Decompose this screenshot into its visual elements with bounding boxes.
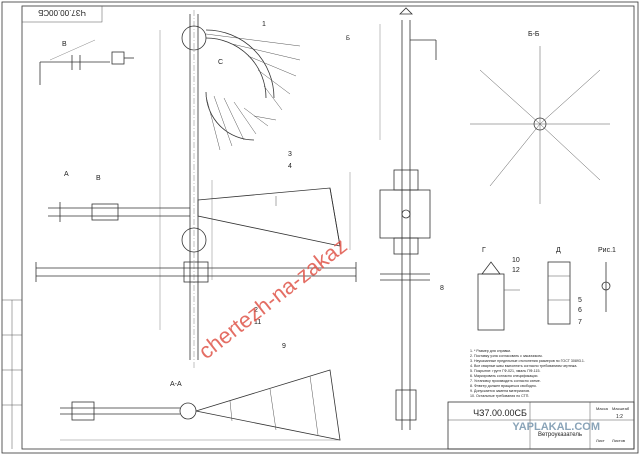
main-mast	[159, 10, 213, 370]
detail-ris1: Рис.1	[598, 247, 616, 312]
note-line: 2. Поставку узла согласовать с заказчико…	[470, 354, 543, 358]
view-aa-label: А-А	[170, 381, 182, 388]
mark-v: В	[96, 175, 101, 182]
stamp-scale-value: 1:2	[616, 414, 623, 420]
stamp-mass: Масса	[596, 406, 609, 411]
view-aa: А-А	[60, 369, 341, 441]
callouts: 1 3 4 2 11 9 10 12 5 6 7 8 А В С	[64, 21, 582, 350]
note-line: 6. Маркировать согласно спецификации.	[470, 374, 538, 378]
view-bb-label: Б-Б	[528, 31, 540, 38]
stamp-title: Ветроуказатель	[538, 432, 582, 438]
stamp-sheet: Лист	[596, 438, 605, 443]
mark-a: А	[64, 171, 69, 178]
detail-g: Г	[477, 247, 520, 331]
vane-arm	[48, 172, 351, 250]
callout-2: 2	[254, 307, 258, 314]
inner-frame	[21, 5, 635, 450]
cross-bar	[35, 261, 357, 283]
watermark-main: chertezh-na-zakaz	[194, 233, 352, 364]
note-line: 7. Установку производить согласно схеме.	[470, 379, 541, 383]
watermark-corner: YAPLAKAL.COM	[512, 421, 600, 433]
note-line: 8. Флюгер должен вращаться свободно.	[470, 384, 537, 388]
callout-8: 8	[440, 285, 444, 292]
detail-d-label: Д	[556, 247, 561, 254]
mark-b: Б	[346, 36, 350, 42]
view-v-detail: В	[39, 39, 134, 85]
note-line: 4. Все сварные швы выполнять согласно тр…	[470, 364, 577, 368]
callout-12: 12	[512, 267, 520, 274]
title-block: ЧЗ7.00.00СБ Ветроуказатель Масса Масштаб…	[447, 401, 635, 450]
callout-5: 5	[578, 297, 582, 304]
technical-notes: 1. * Размер для справки.2. Поставку узла…	[470, 349, 585, 398]
callout-7: 7	[578, 319, 582, 326]
detail-ris-label: Рис.1	[598, 247, 616, 254]
stamp-scale: Масштаб	[612, 406, 630, 411]
callout-11: 11	[254, 319, 261, 326]
note-line: 3. Неуказанные предельные отклонения раз…	[470, 359, 585, 363]
lower-fan	[205, 91, 277, 151]
callout-3: 3	[288, 151, 292, 158]
note-line: 1. * Размер для справки.	[470, 349, 511, 353]
callout-9: 9	[282, 343, 286, 350]
middle-assembly: Б	[346, 7, 437, 430]
stamp-sheets: Листов	[612, 438, 625, 443]
direction-arc	[205, 29, 301, 111]
note-line: 9. Допускается замена материалов.	[470, 389, 530, 393]
code-box-rotated: ЧЗ7.00.00СБ	[21, 5, 103, 23]
mark-c: С	[218, 59, 223, 66]
detail-d: Д	[547, 247, 571, 325]
stamp-code: ЧЗ7.00.00СБ	[473, 408, 527, 418]
code-rotated-text: ЧЗ7.00.00СБ	[38, 8, 86, 17]
callout-4: 4	[288, 163, 292, 170]
callout-1: 1	[262, 21, 266, 28]
note-line: 5. Покрытие: грунт ГФ-021, эмаль ПФ-115.	[470, 369, 540, 373]
detail-g-label: Г	[482, 247, 486, 254]
callout-6: 6	[578, 307, 582, 314]
view-bb: Б-Б	[470, 31, 610, 204]
callout-10: 10	[512, 257, 520, 264]
binding-strip	[2, 299, 22, 449]
view-v-label: В	[62, 41, 67, 48]
note-line: 10. Остальные требования по СТП.	[470, 394, 529, 398]
